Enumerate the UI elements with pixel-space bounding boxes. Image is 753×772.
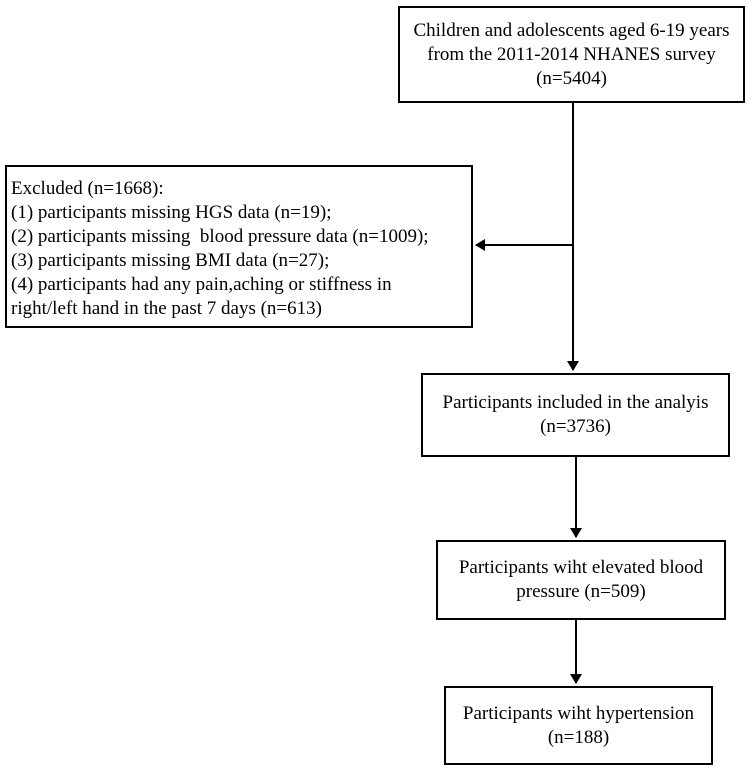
elevated-bp-label: Participants wiht elevated blood [458, 557, 704, 578]
elevated-bp-box: Participants wiht elevated blood pressur… [436, 540, 726, 620]
start-population-count: (n=5404) [536, 67, 607, 89]
excluded-item-1: (1) participants missing HGS data (n=19)… [11, 202, 332, 223]
included-label: Participants included in the analyis [442, 392, 709, 413]
excluded-item-3: (3) participants missing BMI data (n=27)… [11, 250, 330, 271]
excluded-item-4: (4) participants had any pain,aching or … [11, 274, 392, 295]
excluded-box: Excluded (n=1668): (1) participants miss… [5, 165, 473, 328]
start-population-line-2: from the 2011-2014 NHANES survey [427, 43, 716, 65]
start-population-line-1: Children and adolescents aged 6-19 years [413, 19, 730, 41]
hypertension-box: Participants wiht hypertension (n=188) [444, 686, 713, 765]
hypertension-label: Participants wiht hypertension [462, 702, 695, 724]
included-count: (n=3736) [540, 416, 611, 437]
start-population-box: Children and adolescents aged 6-19 years… [398, 6, 745, 103]
excluded-title: Excluded (n=1668): [11, 178, 164, 199]
elevated-bp-count: pressure (n=509) [516, 581, 646, 602]
excluded-item-4-cont: right/left hand in the past 7 days (n=61… [11, 298, 322, 319]
hypertension-count: (n=188) [547, 726, 610, 748]
included-box: Participants included in the analyis (n=… [421, 373, 730, 457]
excluded-item-2: (2) participants missing blood pressure … [11, 226, 429, 247]
